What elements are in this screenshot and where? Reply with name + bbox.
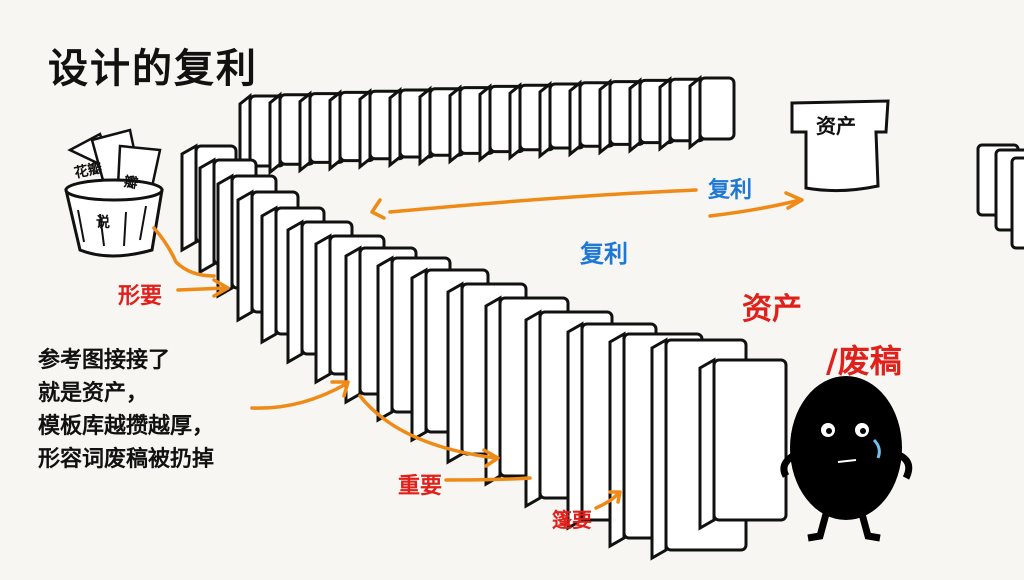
asset-red-label: 资产 [742,292,802,327]
orange-arrows [152,188,804,510]
body-line: 模板库越攒越厚， [38,414,215,439]
arrow-bottom [594,492,620,510]
domino-side [376,255,394,423]
body-line: 就是资产， [38,381,149,406]
domino-side [236,189,254,323]
shape-red-label: 形要 [118,284,163,309]
domino-side [286,219,304,365]
page-title: 设计的复利 [48,46,258,92]
domino-side [566,321,584,531]
asset-sign-icon [790,99,890,193]
domino [712,358,788,522]
body-text: 参考图接接了 就是资产， 模板库越攒越厚， 形容词废稿被扔掉 [38,344,214,476]
domino-side [608,331,626,549]
arrow-bucket [152,226,216,278]
heavy-red-label: 重要 [398,474,443,499]
bucket-note-3: 说 [96,215,110,231]
arrow-body [250,382,348,410]
body-line: 形容词废稿被扔掉 [38,447,215,472]
domino-side [410,267,428,443]
domino-side [198,157,216,275]
domino-side [314,233,332,385]
arrow-shape [176,286,228,292]
domino-side [260,205,278,345]
domino-side [698,357,716,531]
domino-side [180,143,198,253]
sign-text: 资产 [816,114,856,138]
arrow-heavy [358,394,498,460]
compound-label-upper: 复利 [708,178,753,203]
domino [698,76,736,141]
compound-label-center: 复利 [580,240,628,268]
draft-red-label: /废稿 [826,342,902,380]
domino-side [216,173,234,299]
arrow-upper-left [388,188,698,214]
bottom-red-label: 篷要 [552,508,592,532]
arrow-to-sign [708,198,802,218]
right-edge-dominoes [976,143,1024,250]
black-blob-character [780,376,913,542]
body-line: 参考图接接了 [38,348,171,373]
domino-side [446,281,464,465]
front-domino-row [180,143,788,561]
domino-side [650,337,668,561]
paper-bucket-icon [64,128,164,258]
back-domino-row [238,74,736,178]
domino-side [344,245,362,405]
